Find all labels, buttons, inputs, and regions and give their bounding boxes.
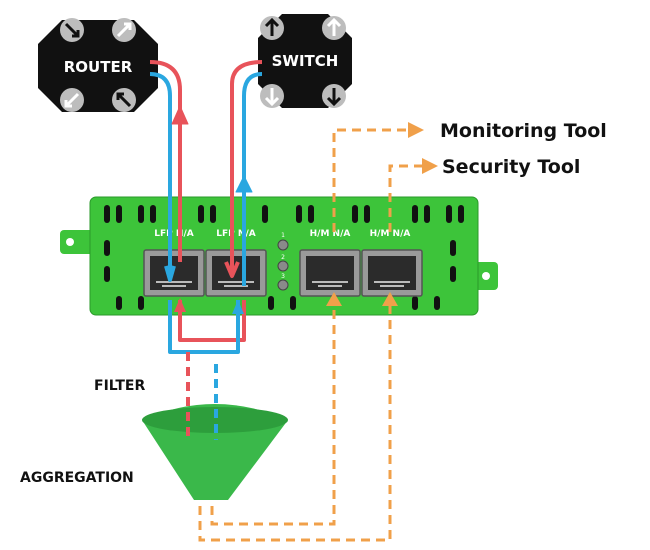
switch-link bbox=[168, 60, 263, 354]
led-label-1: 1 bbox=[281, 232, 285, 239]
switch-icon: SWITCH bbox=[258, 14, 352, 108]
port-label-4: H/M N/A bbox=[370, 229, 411, 239]
router-link bbox=[149, 60, 246, 342]
aggregation-label: AGGREGATION bbox=[20, 470, 134, 486]
filter-feed bbox=[186, 352, 218, 440]
status-leds: 1 2 3 bbox=[277, 232, 289, 291]
ethernet-port-3 bbox=[299, 249, 361, 297]
tool-feed bbox=[198, 128, 422, 542]
network-tap-device: LFP N/A LFP N/A H/M N/A H/M N/A 1 2 3 bbox=[60, 196, 498, 316]
port-label-1: LFP N/A bbox=[154, 229, 193, 239]
monitoring-tool-label: Monitoring Tool bbox=[440, 120, 607, 142]
tool-arrowheads bbox=[326, 122, 438, 306]
filter-label: FILTER bbox=[94, 378, 145, 394]
led-label-3: 3 bbox=[281, 273, 285, 280]
router-label: ROUTER bbox=[64, 58, 133, 76]
port-label-3: H/M N/A bbox=[310, 229, 351, 239]
ventilation-slots bbox=[104, 205, 464, 310]
security-tool-label: Security Tool bbox=[442, 156, 580, 178]
ethernet-port-2 bbox=[205, 249, 267, 297]
aggregation-funnel bbox=[142, 404, 288, 500]
router-icon: ROUTER bbox=[38, 18, 158, 112]
led-label-2: 2 bbox=[281, 254, 285, 261]
switch-label: SWITCH bbox=[272, 52, 339, 70]
ethernet-port-4 bbox=[361, 249, 423, 297]
port-label-2: LFP N/A bbox=[216, 229, 255, 239]
